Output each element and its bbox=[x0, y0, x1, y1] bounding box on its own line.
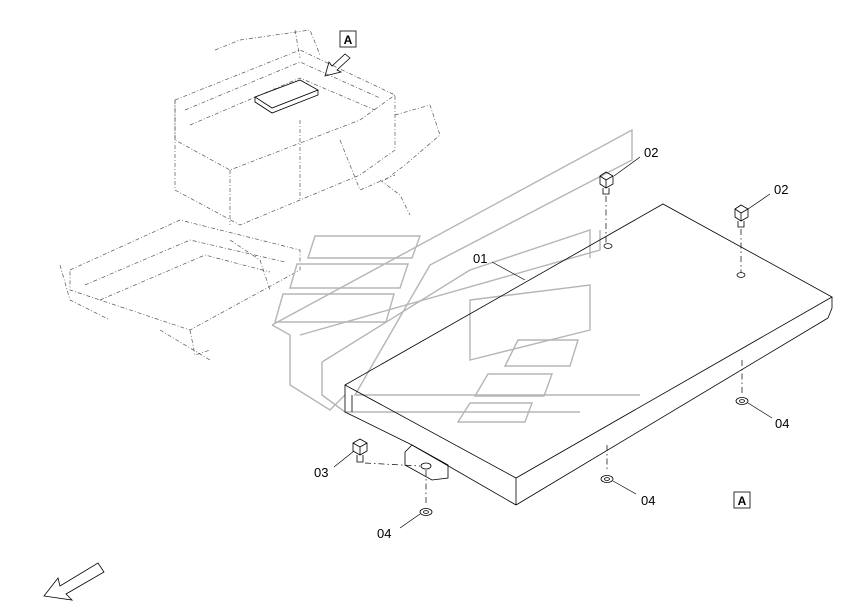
callout-02-left: 02 bbox=[644, 145, 658, 160]
washer-part-04-mid bbox=[600, 445, 614, 483]
view-label-a-bottom: A bbox=[733, 491, 751, 509]
view-label-a-top: A bbox=[339, 30, 357, 48]
callout-04-right: 04 bbox=[775, 416, 789, 431]
direction-arrow-icon bbox=[43, 562, 105, 601]
callout-01: 01 bbox=[473, 251, 487, 266]
view-label-a-top-text: A bbox=[344, 33, 353, 47]
logo-watermark bbox=[271, 128, 640, 423]
callout-03: 03 bbox=[314, 465, 328, 480]
machine-overview bbox=[59, 29, 441, 361]
bolt-part-02-left bbox=[599, 171, 614, 244]
cover-plate-part-01 bbox=[344, 203, 833, 506]
callout-04-left: 04 bbox=[377, 526, 391, 541]
callout-02-right: 02 bbox=[774, 182, 788, 197]
bolt-part-03 bbox=[352, 438, 421, 467]
bolt-part-02-right bbox=[734, 204, 749, 273]
pointer-arrow bbox=[324, 53, 351, 77]
view-label-a-bottom-text: A bbox=[738, 494, 747, 508]
leader-lines bbox=[333, 156, 773, 529]
callout-04-mid: 04 bbox=[641, 493, 655, 508]
washer-part-04-right bbox=[735, 360, 749, 405]
washer-part-04-left bbox=[419, 470, 433, 516]
